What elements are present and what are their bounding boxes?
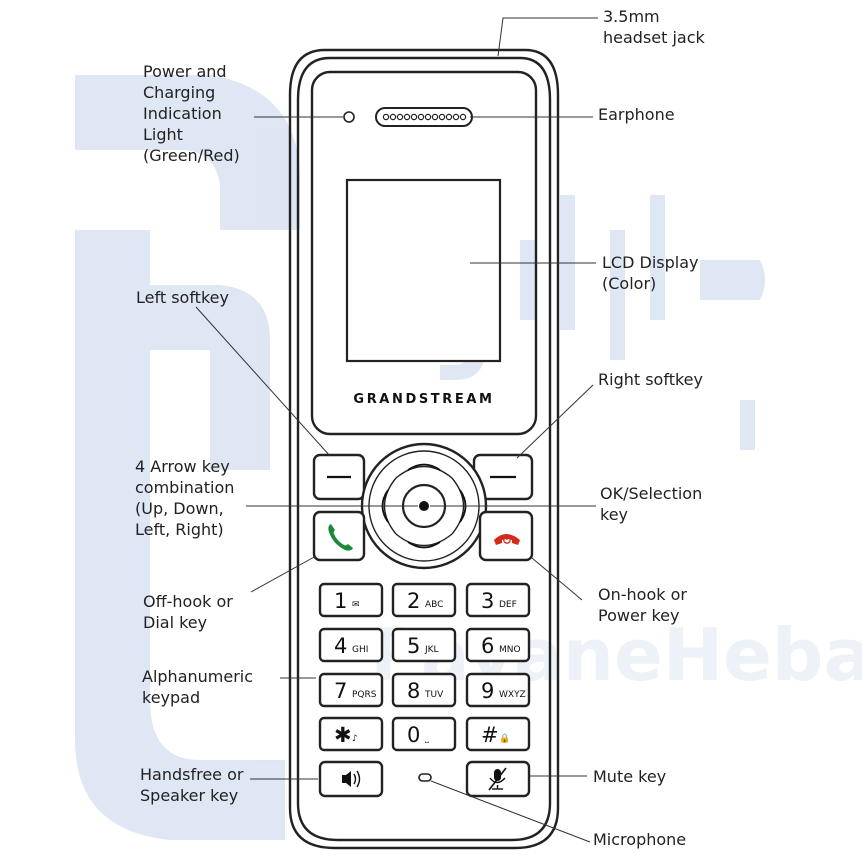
grille-hole xyxy=(445,113,453,121)
keypad-key-frame xyxy=(465,716,531,752)
label-speaker: Handsfree or Speaker key xyxy=(140,765,249,805)
keypad-key-digit: 4 xyxy=(334,634,347,658)
keypad-key-frame xyxy=(318,582,384,618)
label-ok-key: OK/Selection key xyxy=(600,484,707,524)
watermark-logo xyxy=(75,75,300,840)
keypad-key-letters: TUV xyxy=(424,690,444,700)
earphone-grille xyxy=(375,107,473,127)
keypad-key-digit: 7 xyxy=(334,679,347,703)
mute-key[interactable] xyxy=(465,760,531,798)
grille-hole xyxy=(389,113,397,121)
keypad-key[interactable]: 3 DEF xyxy=(465,582,531,618)
speaker-icon xyxy=(342,770,361,788)
microphone-opening xyxy=(418,773,432,782)
screen-bezel xyxy=(310,70,538,436)
keypad-key-frame xyxy=(318,627,384,663)
keypad-key-letters: ABC xyxy=(425,600,443,610)
keypad-key-frame xyxy=(465,627,531,663)
grille-hole xyxy=(459,113,467,121)
keypad-key-digit: # xyxy=(481,723,499,747)
arrow-up-key[interactable] xyxy=(395,463,453,479)
label-power-light: Power and Charging Indication Light (Gre… xyxy=(143,62,240,165)
label-microphone: Microphone xyxy=(593,830,686,849)
microphone-muted-icon xyxy=(488,767,507,791)
grille-hole xyxy=(403,113,411,121)
keypad-key-frame xyxy=(318,716,384,752)
keypad-key-letters: GHI xyxy=(352,645,368,655)
grille-hole xyxy=(382,113,390,121)
keypad-key-digit: 2 xyxy=(407,589,420,613)
phone-handset-green-icon xyxy=(328,524,353,551)
keypad-key-digit: 8 xyxy=(407,679,420,703)
keypad-key[interactable]: 5 JKL xyxy=(391,627,457,663)
grille-hole xyxy=(396,113,404,121)
keypad-key-frame xyxy=(391,582,457,618)
keypad-key-digit: 3 xyxy=(481,589,494,613)
keypad-key[interactable]: 6 MNO xyxy=(465,627,531,663)
keypad-key-frame xyxy=(391,672,457,708)
label-right-softkey: Right softkey xyxy=(598,370,703,389)
keypad-key-digit: 0 xyxy=(407,723,420,747)
keypad-key[interactable]: 2 ABC xyxy=(391,582,457,618)
keypad-key-frame xyxy=(465,582,531,618)
keypad-key-frame xyxy=(391,627,457,663)
keypad-key[interactable]: 7 PQRS xyxy=(318,672,384,708)
label-lcd-display: LCD Display (Color) xyxy=(602,253,704,293)
keypad-key-letters: 🔒 xyxy=(499,733,510,744)
grille-hole xyxy=(431,113,439,121)
leader-lines xyxy=(195,17,598,843)
keypad-key[interactable]: #🔒 xyxy=(465,716,531,752)
power-indication-light xyxy=(343,111,355,123)
keypad-key-digit: 6 xyxy=(481,634,494,658)
keypad-key[interactable]: ✱♪ xyxy=(318,716,384,752)
keypad-key[interactable]: 9 WXYZ xyxy=(465,672,531,708)
keypad-key-letters: ✉ xyxy=(352,600,360,610)
power-hangup-key[interactable] xyxy=(478,510,534,562)
phone-inner-shell xyxy=(296,56,552,842)
label-arrow-keys: 4 Arrow key combination (Up, Down, Left,… xyxy=(135,457,239,539)
keypad-key-letters: ♪ xyxy=(352,734,358,744)
label-keypad: Alphanumeric keypad xyxy=(142,667,258,707)
label-earphone: Earphone xyxy=(598,105,675,124)
keypad-key-frame xyxy=(391,716,457,752)
keypad-key-frame xyxy=(465,672,531,708)
keypad-key[interactable]: 0⎵ xyxy=(391,716,457,752)
keypad-key-digit: 1 xyxy=(334,589,347,613)
phone-outer-shell xyxy=(288,48,560,850)
arrow-key-cluster[interactable] xyxy=(360,442,488,570)
label-onhook: On-hook or Power key xyxy=(598,585,692,625)
keypad-key-letters: DEF xyxy=(499,600,517,610)
grille-hole xyxy=(438,113,446,121)
grille-hole xyxy=(410,113,418,121)
keypad-key-letters: PQRS xyxy=(352,690,377,700)
keypad-key[interactable]: 4 GHI xyxy=(318,627,384,663)
arrow-down-key[interactable] xyxy=(395,533,453,549)
grille-hole xyxy=(424,113,432,121)
label-offhook: Off-hook or Dial key xyxy=(143,592,238,632)
keypad-key-frame xyxy=(318,672,384,708)
label-left-softkey: Left softkey xyxy=(136,288,229,307)
dial-key[interactable] xyxy=(312,510,366,562)
keypad-key-letters: ⎵ xyxy=(425,734,429,744)
phone-handset-red-power-icon xyxy=(494,534,520,545)
grille-hole xyxy=(417,113,425,121)
keypad-key-letters: MNO xyxy=(499,645,521,655)
left-softkey[interactable] xyxy=(312,453,366,501)
label-headset-jack: 3.5mm headset jack xyxy=(603,7,706,47)
lcd-display xyxy=(345,178,502,363)
keypad-key[interactable]: 8 TUV xyxy=(391,672,457,708)
label-mute: Mute key xyxy=(593,767,666,786)
keypad-key[interactable]: 1✉ xyxy=(318,582,384,618)
speaker-key[interactable] xyxy=(318,760,384,798)
grille-hole xyxy=(452,113,460,121)
keypad-key-letters: WXYZ xyxy=(499,690,526,700)
brand-logo: GRANDSTREAM xyxy=(353,392,494,407)
keypad-key-digit: 5 xyxy=(407,634,420,658)
keypad-key-letters: JKL xyxy=(424,645,439,655)
keypad-key-digit: ✱ xyxy=(334,723,352,747)
keypad-key-digit: 9 xyxy=(481,679,494,703)
